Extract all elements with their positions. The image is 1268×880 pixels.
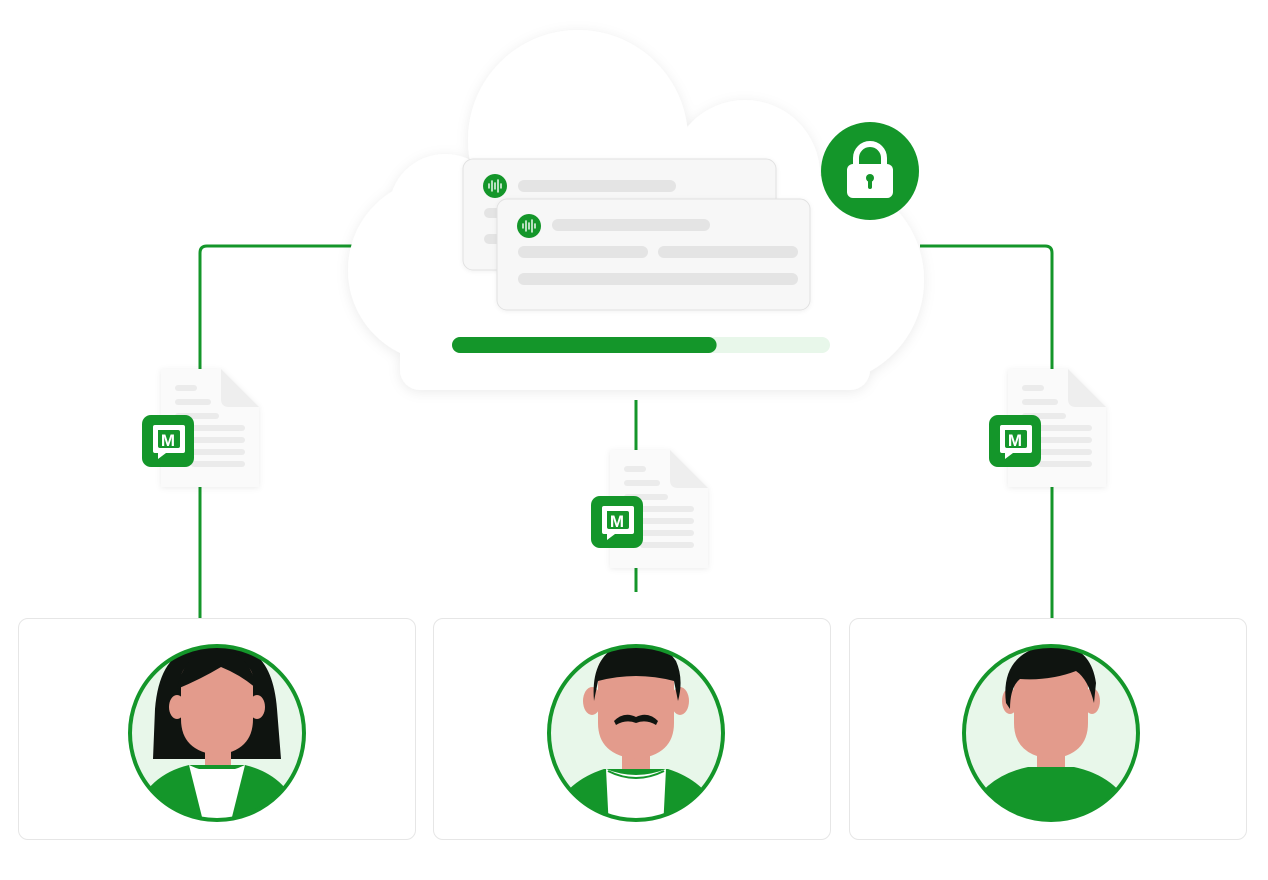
memo-document-icon: M (142, 415, 194, 467)
user-card-left (18, 618, 416, 840)
man-avatar (962, 644, 1140, 822)
svg-text:M: M (161, 431, 175, 450)
man-mustache-avatar (547, 644, 725, 822)
user-card-right (849, 618, 1247, 840)
connector-right (920, 244, 1054, 618)
padlock-icon (821, 122, 919, 220)
message-card-front (496, 198, 811, 311)
memo-document-icon: M (591, 496, 643, 548)
document-left: M (142, 369, 259, 487)
memo-document-icon: M (989, 415, 1041, 467)
svg-text:M: M (1008, 431, 1022, 450)
user-card-center (433, 618, 831, 840)
upload-progress-bar (452, 337, 830, 353)
document-center: M (591, 450, 708, 568)
document-right: M (989, 369, 1106, 487)
svg-text:M: M (610, 512, 624, 531)
connector-left (198, 244, 352, 618)
woman-avatar (128, 644, 306, 822)
